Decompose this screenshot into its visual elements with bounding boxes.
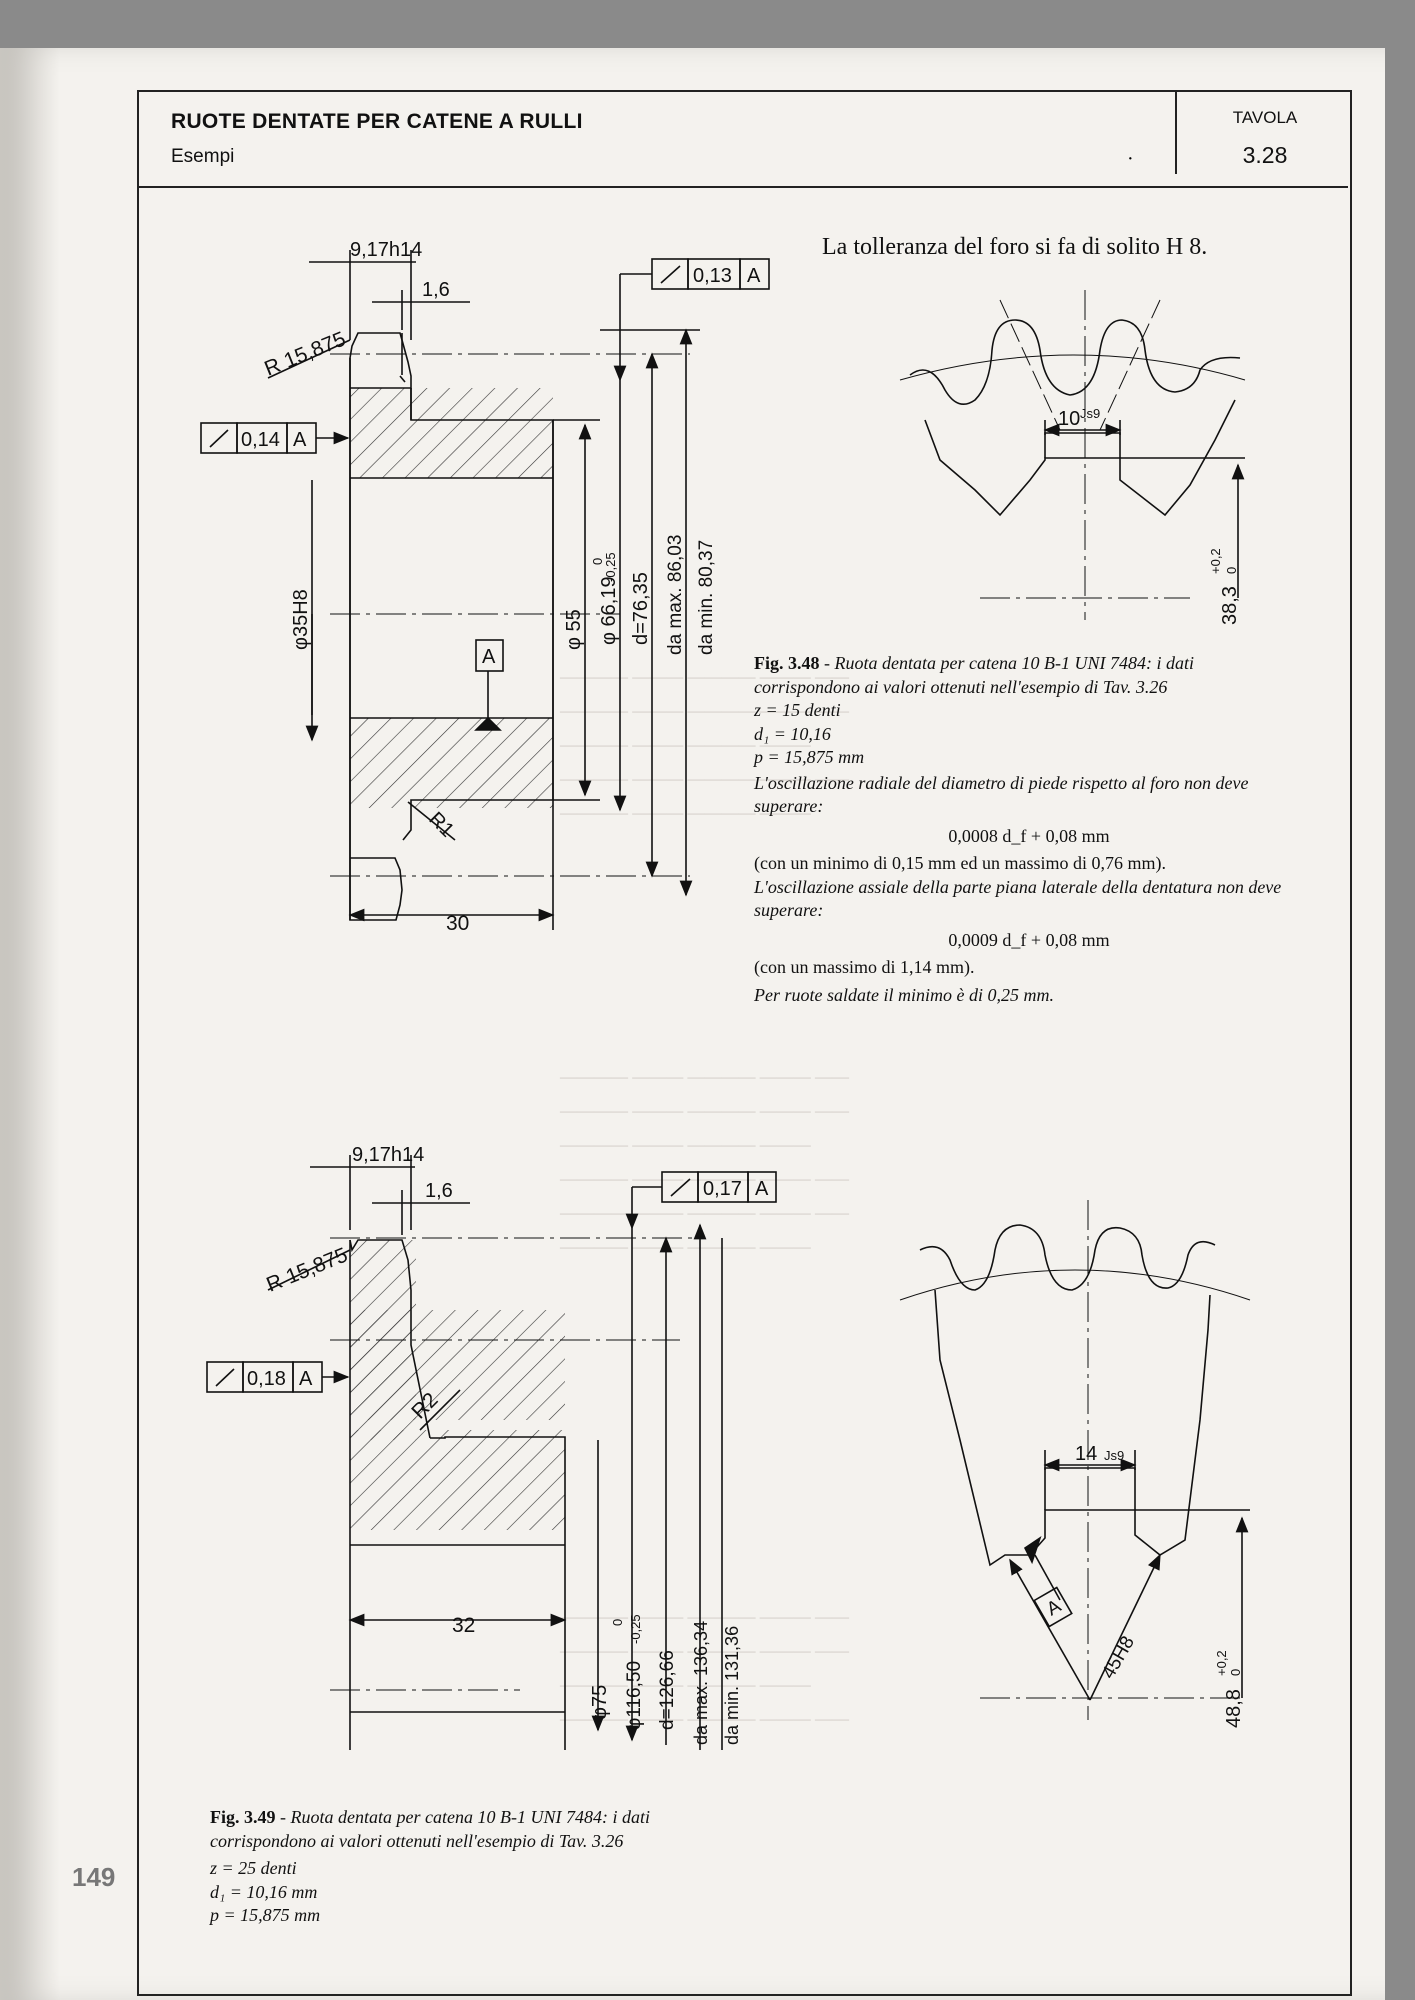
fig348-paren1: (con un minimo di 0,15 mm ed un massimo … <box>754 853 1166 873</box>
detail1-depth-tol-lower: 0 <box>1224 567 1239 574</box>
fig348-p: p = 15,875 mm <box>754 747 865 767</box>
d2-tol-axial-datum: A <box>755 1178 769 1200</box>
d2-da-max: da max. 136,34 <box>691 1621 711 1745</box>
fig348-text2: L'oscillazione assiale della parte piana… <box>754 876 1282 921</box>
d2-hub-length: 32 <box>452 1614 475 1637</box>
detail2-datum-label: A <box>1043 1596 1065 1621</box>
fig348-text1: L'oscillazione radiale del diametro di p… <box>754 772 1249 817</box>
d1-pitch-dia: d=76,35 <box>630 572 652 645</box>
detail2-depth-tol-upper: +0,2 <box>1214 1650 1229 1676</box>
page-frame <box>137 90 1352 1996</box>
d2-d75: φ75 <box>589 1685 611 1720</box>
fig348-text3: Per ruote saldate il minimo è di 0,25 mm… <box>754 984 1054 1005</box>
d2-tol-axial: 0,17 <box>703 1178 742 1200</box>
bore-tolerance-note: La tolleranza del foro si fa di solito H… <box>822 234 1208 260</box>
d1-fillet: R1 <box>424 808 458 842</box>
d1-d66: φ 66,19 <box>598 576 620 645</box>
header-divider <box>1175 90 1177 174</box>
d1-width-dim: 9,17h14 <box>350 239 422 261</box>
detail1-keyway-tol: Js9 <box>1080 406 1100 421</box>
fig348-formula1: 0,0008 d_f + 0,08 mm <box>948 825 1110 846</box>
detail2-bore-dim: 45H8 <box>1098 1633 1139 1683</box>
detail2-keyway-dim: 14 <box>1075 1443 1097 1465</box>
keyway-detail-1 <box>899 290 1246 620</box>
fig348-d1: d₁ = 10,16 <box>754 723 831 744</box>
d2-d116: φ116,50 <box>624 1661 645 1730</box>
fig349-p: p = 15,875 mm <box>210 1905 321 1925</box>
d2-radius-label: R 15,875 <box>263 1243 351 1296</box>
detail2-keyway-tol: Js9 <box>1104 1448 1124 1463</box>
d1-d55: φ 55 <box>563 609 585 650</box>
d1-d66-tol-upper: 0 <box>590 558 605 565</box>
fig349-caption-block: Fig. 3.49 - Ruota dentata per catena 10 … <box>210 1806 750 1928</box>
fig348-label: Fig. 3.48 <box>754 653 820 673</box>
header-dot: · <box>1127 148 1134 170</box>
d2-tol-radial-datum: A <box>299 1368 313 1390</box>
tavola-label: TAVOLA <box>1232 108 1298 127</box>
d1-bore-dim: φ35H8 <box>290 589 312 650</box>
keyway-detail-2 <box>899 1200 1251 1720</box>
d1-da-min: da min. 80,37 <box>696 540 717 655</box>
d1-tol-axial-datum: A <box>747 265 761 287</box>
d1-tol-radial-datum: A <box>293 429 307 451</box>
detail1-depth-tol-upper: +0,2 <box>1208 548 1223 574</box>
detail2-depth-tol-lower: 0 <box>1228 1669 1243 1676</box>
page-header: RUOTE DENTATE PER CATENE A RULLI Esempi … <box>137 90 1348 188</box>
fig348-caption: Ruota dentata per catena 10 B-1 UNI 7484… <box>754 653 1194 697</box>
fig348-formula2: 0,0009 d_f + 0,08 mm <box>948 929 1110 950</box>
header-title: RUOTE DENTATE PER CATENE A RULLI <box>171 110 583 133</box>
d1-d66-tol-lower: -0,25 <box>603 552 618 582</box>
d2-tol-radial: 0,18 <box>247 1368 286 1390</box>
fig348-z: z = 15 denti <box>754 700 841 720</box>
d1-hub-length: 30 <box>446 912 469 935</box>
page-number: 149 <box>72 1862 116 1892</box>
fig349-z: z = 25 denti <box>210 1858 297 1878</box>
d1-chamfer-dim: 1,6 <box>422 279 450 301</box>
d2-width-dim: 9,17h14 <box>352 1144 424 1166</box>
detail2-depth-dim: 48,8 <box>1223 1689 1245 1728</box>
d2-d116-tol-upper: 0 <box>610 1619 625 1626</box>
fig348-caption-block: Fig. 3.48 - Ruota dentata per catena 10 … <box>754 652 1304 1007</box>
sprocket-section-2 <box>206 1155 777 1750</box>
d2-chamfer-dim: 1,6 <box>425 1180 453 1202</box>
header-subtitle: Esempi <box>171 146 235 167</box>
d1-radius-label: R 15,875 <box>261 327 349 380</box>
fig349-label: Fig. 3.49 <box>210 1807 276 1827</box>
d1-tol-radial: 0,14 <box>241 429 280 451</box>
d2-d116-tol-lower: -0,25 <box>628 1614 643 1644</box>
d2-da-min: da min. 131,36 <box>722 1626 742 1745</box>
fig349-caption: Ruota dentata per catena 10 B-1 UNI 7484… <box>210 1807 650 1851</box>
fig349-d1: d₁ = 10,16 mm <box>210 1881 318 1902</box>
d1-da-max: da max. 86,03 <box>665 535 686 655</box>
detail1-depth-dim: 38,3 <box>1219 586 1241 625</box>
tavola-number: 3.28 <box>1242 142 1288 168</box>
d2-pitch-dia: d=126,66 <box>657 1650 678 1730</box>
d1-tol-axial: 0,13 <box>693 265 732 287</box>
fig348-paren2: (con un massimo di 1,14 mm). <box>754 957 975 977</box>
sprocket-section-1 <box>200 250 770 930</box>
page-sheet <box>0 48 1385 2000</box>
detail1-keyway-dim: 10 <box>1058 408 1080 430</box>
book-spine-shadow <box>0 48 60 2000</box>
d1-datum-label: A <box>482 646 496 668</box>
